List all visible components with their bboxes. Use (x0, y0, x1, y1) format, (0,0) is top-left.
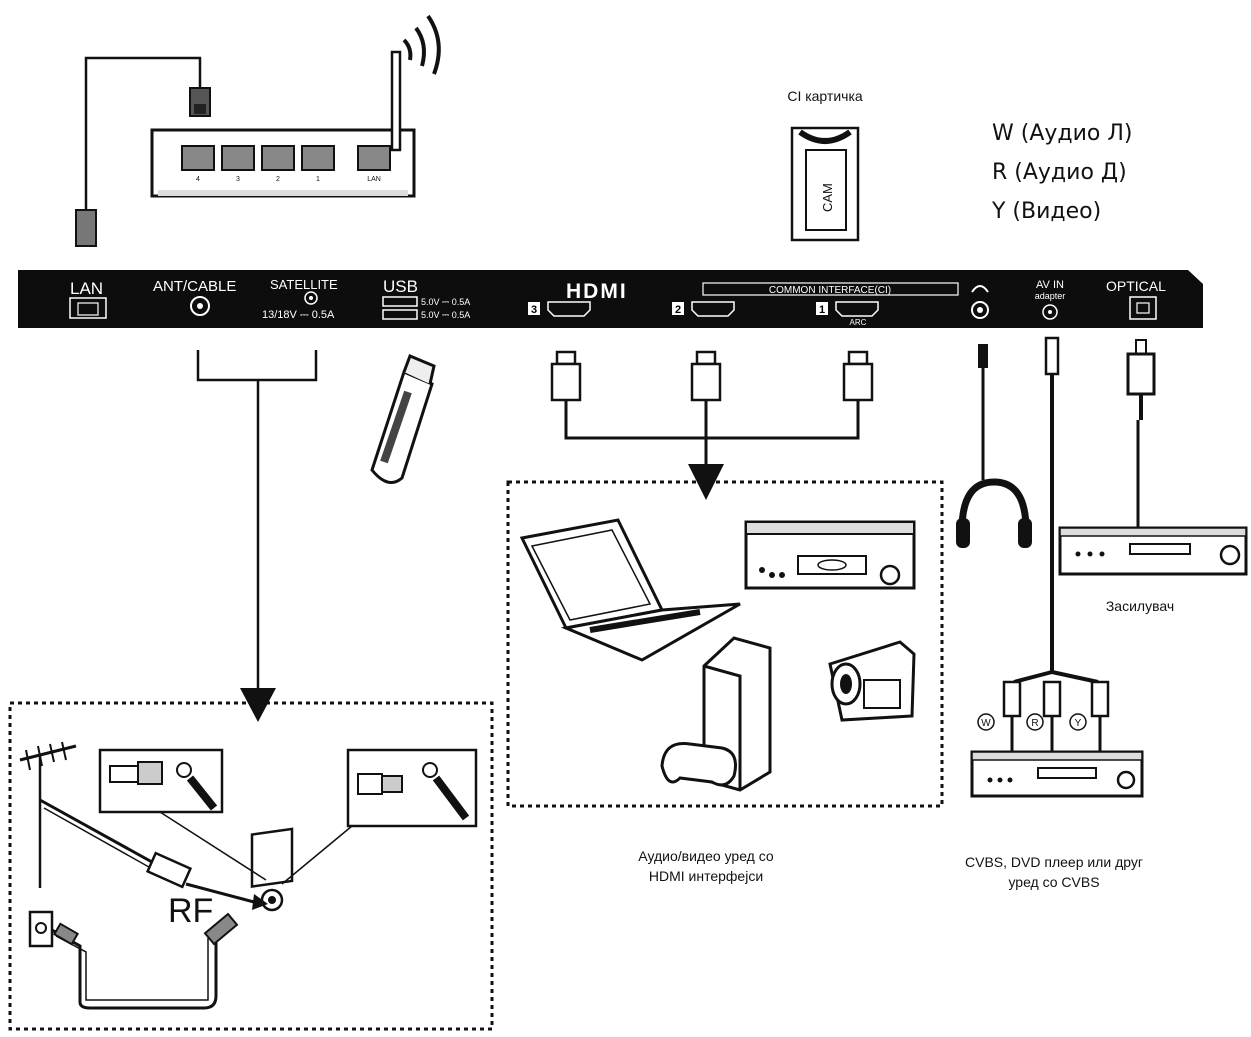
rf-label: RF (168, 892, 213, 930)
headphone-port-icon (971, 285, 989, 293)
av-in-port-icon (1042, 304, 1058, 320)
arrow-right-icon (252, 894, 268, 910)
satellite-power-label: 13/18V ⎓ 0.5A (262, 309, 335, 321)
connector-inset-left (98, 748, 267, 881)
router-port-label: 4 (196, 176, 200, 183)
av-legend-r: R (Аудио Д) (992, 160, 1127, 185)
lan-plug-icon (75, 209, 97, 247)
satellite-port-icon (304, 291, 318, 305)
hdmi2-number: 2 (675, 304, 681, 316)
usb-port-icon (382, 296, 418, 307)
antenna-icon (390, 50, 402, 152)
common-interface-label: COMMON INTERFACE(CI) (769, 285, 891, 296)
router-port-label: 2 (276, 176, 280, 183)
usb-port-icon (382, 309, 418, 320)
usb-power-label: 5.0V ⎓ 0.5A (421, 310, 470, 320)
av-legend-y: Y (Видео) (992, 199, 1102, 224)
ci-card-label: CAM (820, 183, 835, 212)
hdmi-cables (550, 350, 874, 466)
optical-port-icon (1129, 296, 1157, 320)
hdmi1-number: 1 (819, 304, 825, 316)
av-legend-w: W (Аудио Л) (992, 121, 1133, 146)
rf-arrow (185, 882, 255, 904)
gamepad-icon (660, 741, 737, 787)
camcorder-icon (828, 640, 916, 722)
usb-label: USB (383, 277, 418, 296)
av-in-label: AV IN (1036, 279, 1064, 291)
router-port-label: 3 (236, 176, 240, 183)
av-cable (1002, 336, 1110, 752)
rf-socket-icon (250, 827, 294, 912)
cvbs-player-icon (970, 750, 1144, 798)
optical-label: OPTICAL (1106, 278, 1166, 294)
router-icon: 4 3 2 1 LAN (75, 14, 441, 247)
connector-inset-right (281, 748, 478, 885)
arrow-down-icon (240, 688, 276, 722)
rf-connection-box (8, 701, 494, 1031)
headphones-icon (956, 344, 1032, 548)
ant-cable-label: ANT/CABLE (153, 278, 236, 295)
cvbs-caption-line2: уред со CVBS (1008, 874, 1100, 890)
ci-slot-icon (702, 282, 959, 296)
ci-card-title: CI картичка (787, 88, 863, 104)
cvbs-caption: CVBS, DVD плеер или друг уред со CVBS (944, 852, 1164, 892)
satellite-label: SATELLITE (270, 277, 338, 292)
lan-port-icon (69, 297, 107, 319)
antenna-connection-arrow (196, 350, 318, 690)
lan-label: LAN (70, 279, 103, 298)
usb-power-label: 5.0V ⎓ 0.5A (421, 297, 470, 307)
hdmi-devices-caption: Аудио/видео уред со HDMI интерфејси (606, 846, 806, 886)
adapter-label: adapter (1035, 291, 1066, 301)
hdmi-port-icon (547, 301, 591, 317)
rca-w-marker (977, 713, 995, 731)
rca-y-label: Y (1075, 718, 1082, 729)
rca-w-label: W (981, 718, 991, 729)
wall-socket-icon (28, 910, 239, 1010)
router-port-label: LAN (367, 176, 381, 183)
hdmi-port-icon (835, 301, 879, 317)
tv-antenna-icon (19, 741, 193, 889)
amplifier-caption: Засилувач (1105, 598, 1175, 614)
rca-r-marker (1026, 713, 1044, 731)
arrow-down-icon (688, 464, 724, 500)
amplifier-icon (1058, 526, 1248, 576)
optical-cable (1126, 339, 1156, 528)
router-port-label: 1 (316, 176, 320, 183)
hdmi-devices-caption-line2: HDMI интерфејси (648, 868, 764, 884)
hdmi-devices-box (506, 480, 944, 808)
tv-connector-panel: LAN ANT/CABLE SATELLITE 13/18V ⎓ 0.5A US… (18, 270, 1203, 328)
hdmi-devices-caption-line1: Аудио/видео уред со (638, 848, 774, 864)
hdmi-port-icon (691, 301, 735, 317)
hdmi3-number: 3 (531, 304, 537, 316)
cvbs-caption-line1: CVBS, DVD плеер или друг (965, 854, 1143, 870)
usb-stick-icon (370, 354, 436, 484)
game-console-icon (660, 636, 772, 792)
arc-label: ARC (850, 318, 867, 327)
ant-port-icon (190, 296, 210, 316)
laptop-icon (519, 518, 741, 662)
rca-r-label: R (1031, 718, 1038, 729)
ci-card-icon: CAM (790, 126, 860, 242)
hdmi-logo: HDMI (566, 280, 628, 303)
rca-y-marker (1069, 713, 1087, 731)
wifi-waves-icon (402, 14, 441, 75)
dvd-player-icon (744, 520, 916, 590)
